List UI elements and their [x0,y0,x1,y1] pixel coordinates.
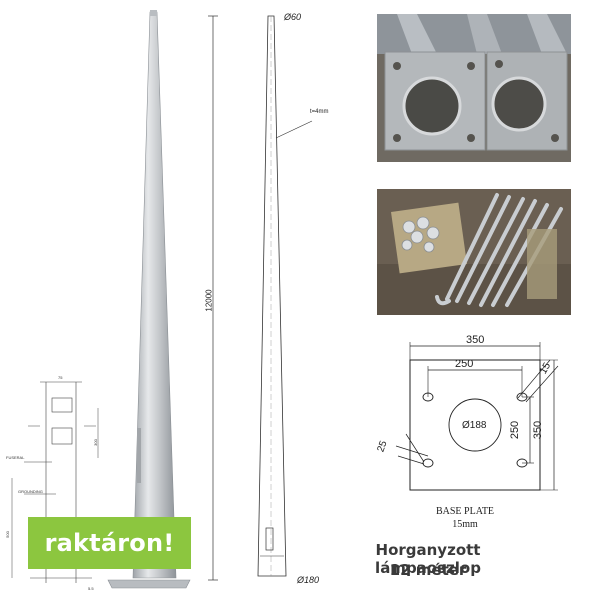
bottom-diameter-label: Ø180 [297,575,320,585]
in-stock-badge: raktáron! [28,517,191,569]
detail-bottom-left-dim: 500 [4,531,10,538]
base-plate-drawing [395,342,559,491]
pole-photo [107,10,191,589]
detail-bottom-right-dim: 5.5 [88,586,94,591]
height-label: 12000 [204,289,214,312]
detail-top-dim: 75 [58,375,63,380]
top-diameter-label: Ø60 [284,12,302,22]
plate-height-outer: 350 [532,420,545,440]
detail-fuseral-label: FUSERAL [6,455,25,460]
product-length: 12 méter [389,561,467,579]
plate-hole-diameter: Ø188 [462,420,487,431]
pole-drawing [208,15,313,581]
plate-width-outer: 350 [466,334,485,346]
base-plate-photo [377,14,571,162]
detail-side-dim: 300 [92,439,98,446]
base-plate-label: BASE PLATE [435,506,495,517]
detail-grounding-label: GROUNDING [18,489,43,494]
plate-height-inner: 250 [509,420,522,440]
anchor-bolts-photo [377,189,571,315]
plate-width-inner: 250 [455,358,474,370]
product-title: Horganyzott lámpaoszlop [375,541,481,577]
thickness-label: t=4mm [310,109,329,115]
base-plate-thickness: 15mm [452,519,478,530]
